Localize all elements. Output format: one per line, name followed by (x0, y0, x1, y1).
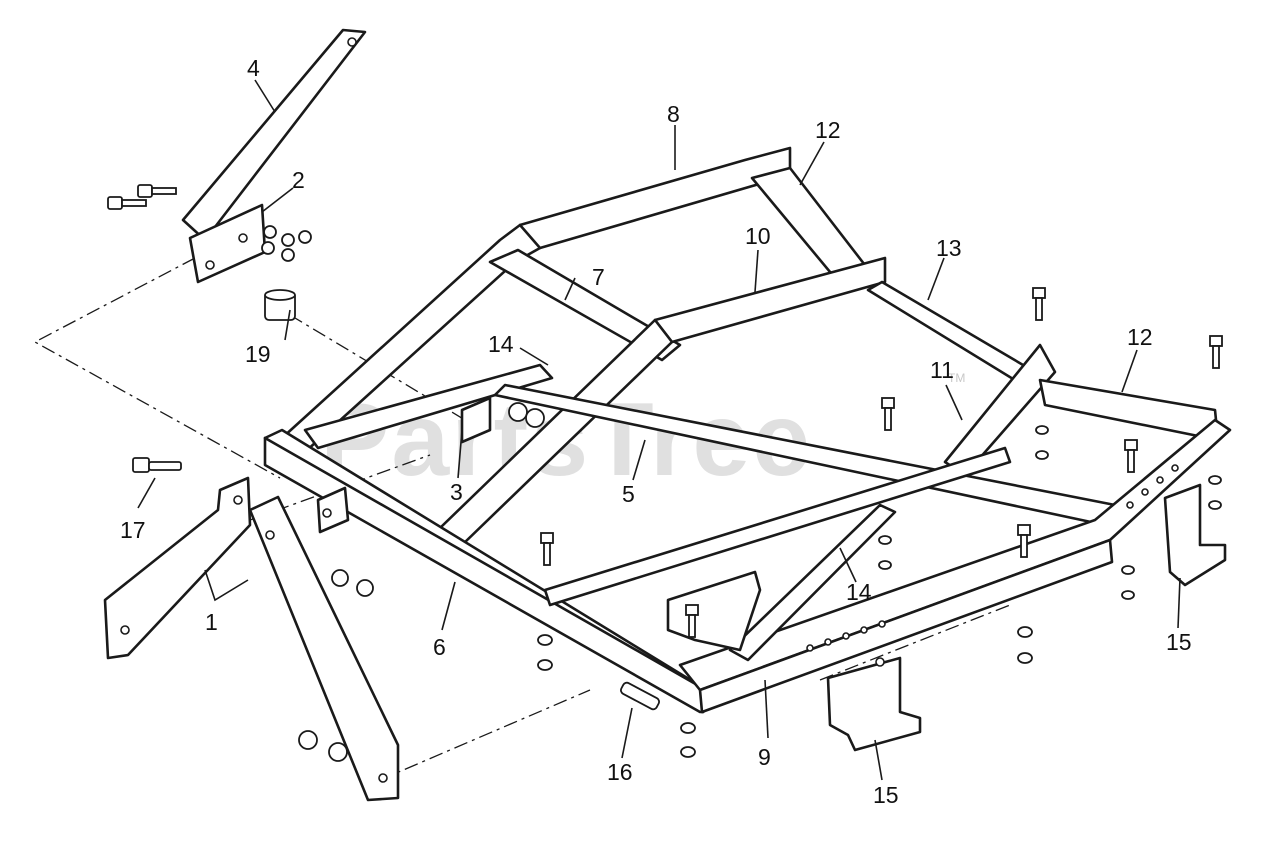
callout-3: 3 (450, 479, 463, 505)
watermark-tm: TM (948, 371, 965, 385)
inner-rail (543, 446, 1012, 607)
part-15-bracket-front (826, 656, 922, 752)
watermark: PartsTree TM (320, 371, 965, 498)
callout-12-rear: 12 (815, 117, 841, 143)
callout-14-upper: 14 (488, 331, 514, 357)
callout-11: 11 (930, 357, 954, 383)
washers-part-1 (298, 569, 374, 762)
callout-15-rear: 15 (1166, 629, 1192, 655)
part-14-upper-cross (303, 363, 554, 450)
callout-5: 5 (622, 481, 635, 507)
part-19-spacer (264, 289, 296, 321)
callout-12-right: 12 (1127, 324, 1153, 350)
part-12-right-rail (1038, 378, 1220, 442)
callout-19: 19 (245, 341, 271, 367)
washers-part-2 (261, 225, 312, 262)
callout-17: 17 (120, 517, 146, 543)
part-9-right-rail (678, 418, 1232, 714)
part-16-stud (620, 681, 660, 711)
leader-lines (137, 79, 1181, 781)
callouts: 4 2 19 3 14 5 6 7 8 9 10 11 12 12 13 14 … (120, 55, 1192, 808)
bolts-part-2 (107, 184, 177, 210)
callout-10: 10 (745, 223, 771, 249)
part-17-bolt (132, 457, 182, 473)
lower-washers (537, 425, 1222, 758)
rail-holes (806, 464, 1179, 652)
callout-9: 9 (758, 744, 771, 770)
hardware (107, 184, 1223, 762)
part-1-front-brackets (103, 476, 400, 802)
part-4-upper-arm (181, 28, 367, 242)
callout-13: 13 (936, 235, 962, 261)
callout-1: 1 (205, 609, 218, 635)
callout-7: 7 (592, 264, 605, 290)
part-7-left-frame (280, 223, 682, 454)
callout-4: 4 (247, 55, 260, 81)
callout-15-front: 15 (873, 782, 899, 808)
callout-2: 2 (292, 167, 305, 193)
callout-8: 8 (667, 101, 680, 127)
vertical-bolts (540, 287, 1223, 638)
callout-6: 6 (433, 634, 446, 660)
callout-14-lower: 14 (846, 579, 872, 605)
callout-16: 16 (607, 759, 633, 785)
part-14-lower-cross (728, 503, 897, 662)
part-15-bracket-rear (1163, 483, 1227, 587)
